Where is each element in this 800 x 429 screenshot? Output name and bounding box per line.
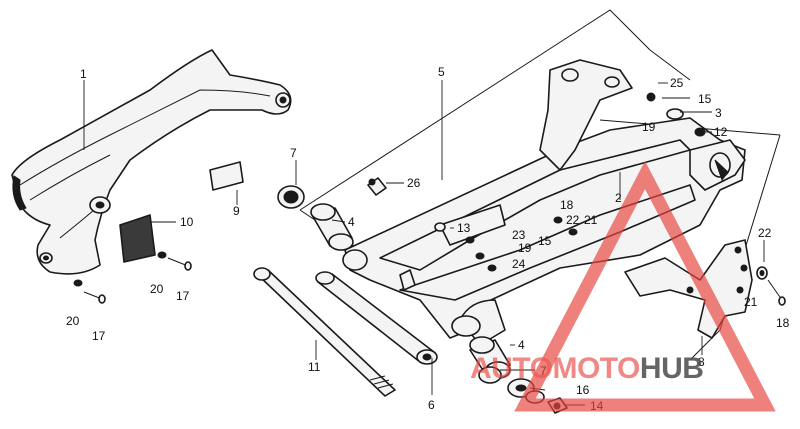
pivot-bolt (253, 267, 396, 397)
callout-6: 6 (428, 398, 435, 412)
callout-16: 16 (576, 383, 590, 397)
callout-21b: 21 (744, 295, 758, 309)
callout-1: 1 (80, 67, 87, 81)
callout-20b: 20 (66, 314, 80, 328)
watermark-text-moto: MOTO (552, 352, 640, 385)
guard-plate (119, 214, 156, 263)
callout-25: 25 (670, 76, 684, 90)
callout-26: 26 (407, 176, 421, 190)
callout-19a: 19 (642, 120, 656, 134)
callout-18a: 18 (560, 198, 574, 212)
callout-4a: 4 (348, 215, 355, 229)
callout-4b: 4 (518, 338, 525, 352)
callout-7a: 7 (290, 146, 297, 160)
callout-10: 10 (180, 215, 194, 229)
callout-18b: 18 (776, 316, 790, 330)
bolt-washer-set-left (73, 251, 192, 304)
callout-11: 11 (308, 360, 321, 374)
caution-label (209, 161, 244, 191)
callout-17b: 17 (92, 329, 106, 343)
callout-12: 12 (714, 125, 728, 139)
callout-19b: 19 (518, 241, 532, 255)
callout-8: 8 (698, 355, 705, 369)
callout-21a: 21 (584, 213, 598, 227)
upper-hardware (434, 92, 706, 236)
callouts: 1 5 25 15 3 19 12 7 26 2 9 4 10 13 18 22… (66, 65, 790, 413)
automotohub-watermark: AUTOMOTOHUB (470, 160, 776, 412)
bushing-upper (310, 203, 354, 251)
watermark-triangle-icon (514, 160, 776, 412)
callout-23: 23 (512, 228, 526, 242)
svg-text:AUTOMOTOHUB: AUTOMOTOHUB (470, 352, 703, 385)
watermark-text-hub: HUB (640, 352, 704, 385)
callout-13: 13 (457, 221, 471, 235)
callout-2: 2 (615, 191, 622, 205)
callout-3: 3 (715, 106, 722, 120)
callout-20a: 20 (150, 282, 164, 296)
callout-15b: 15 (538, 234, 552, 248)
callout-15a: 15 (698, 92, 712, 106)
callout-22b: 22 (758, 226, 772, 240)
callout-5: 5 (438, 65, 445, 79)
dust-seal (277, 185, 305, 209)
callout-17a: 17 (176, 289, 190, 303)
grease-nipple (367, 177, 387, 196)
chain-case (11, 49, 292, 275)
callout-9: 9 (233, 204, 240, 218)
callout-22a: 22 (566, 213, 580, 227)
watermark-text-auto: AUTO (470, 352, 553, 385)
callout-24: 24 (512, 257, 526, 271)
leader-lines (83, 80, 765, 406)
swing-arm (342, 59, 746, 346)
